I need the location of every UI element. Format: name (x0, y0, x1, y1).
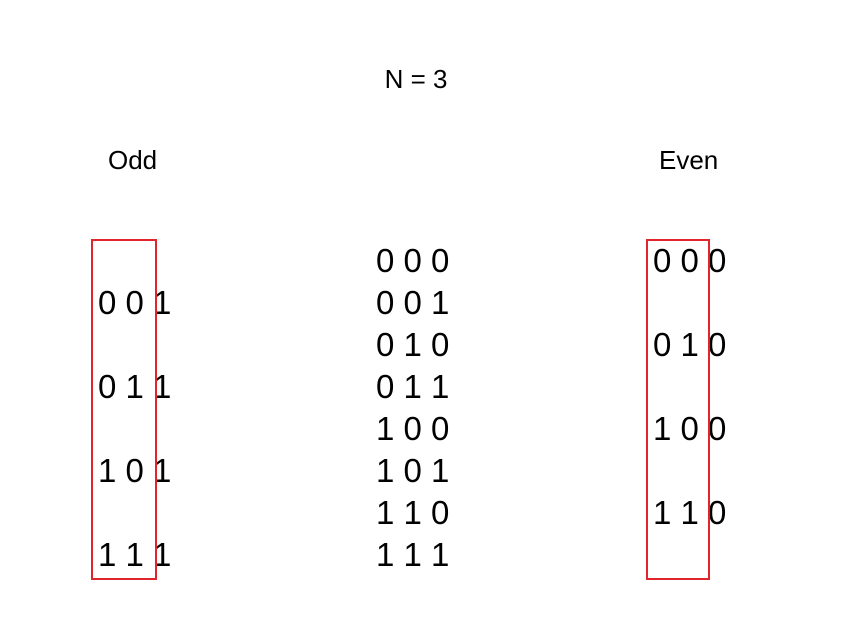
combination-row: 1 0 1 (376, 452, 450, 489)
even-row: 0 0 0 (653, 242, 727, 279)
title: N = 3 (384, 64, 448, 94)
odd-row: 1 1 1 (98, 536, 172, 573)
even-row: 0 1 0 (653, 326, 727, 363)
even-highlight-box (646, 239, 710, 580)
combination-row: 1 1 1 (376, 536, 450, 573)
combination-row: 0 1 0 (376, 326, 450, 363)
odd-highlight-box (91, 239, 157, 580)
combination-row: 1 0 0 (376, 410, 450, 447)
combination-row: 0 0 1 (376, 284, 450, 321)
combination-row: 1 1 0 (376, 494, 450, 531)
combination-row: 0 0 0 (376, 242, 450, 279)
combination-row: 0 1 1 (376, 368, 450, 405)
heading-odd: Odd (108, 145, 158, 175)
odd-row: 0 1 1 (98, 368, 172, 405)
even-row: 1 0 0 (653, 410, 727, 447)
odd-row: 1 0 1 (98, 452, 172, 489)
odd-row: 0 0 1 (98, 284, 172, 321)
heading-even: Even (659, 145, 719, 175)
even-row: 1 1 0 (653, 494, 727, 531)
